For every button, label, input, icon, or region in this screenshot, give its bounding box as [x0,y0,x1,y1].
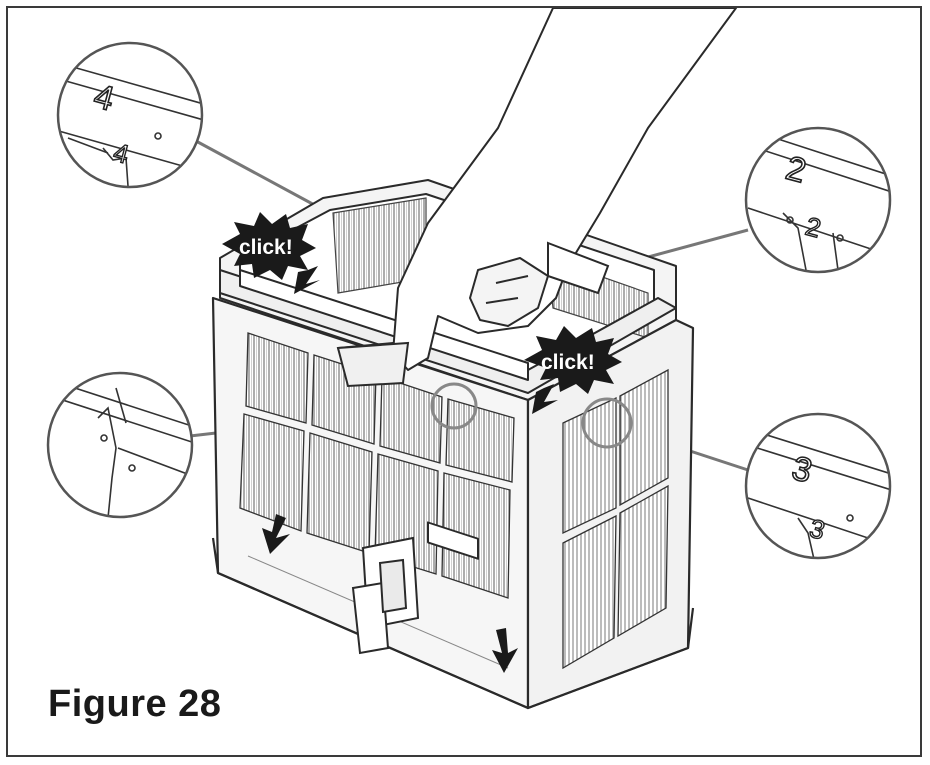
figure-caption: Figure 28 [48,683,222,725]
detail-circle-slot-2: 2 2 [744,126,892,274]
highlight-slot-3 [581,397,633,449]
click-burst-right: click! [524,326,622,394]
handle [336,241,610,388]
highlight-slot-1 [430,382,478,430]
filter-assembly-illustration: click! click! 4 4 2 2 [46,8,892,710]
arrow-click-right [532,384,558,414]
front-filter-panels [239,332,515,599]
click-label-top-left: click! [239,236,293,259]
slot-1-clip [427,521,479,560]
detail-circle-slot-3: 3 3 [744,412,892,560]
click-arrows [294,266,558,414]
arrow-down-left [262,514,290,554]
arrow-down-right [492,628,518,673]
hand [392,8,737,371]
push-down-arrows [262,514,518,673]
leader-line-4 [195,139,321,210]
figure-frame: click! click! 4 4 2 2 [6,6,922,757]
click-burst-top-left: click! [222,212,316,280]
side-filter-panels [562,368,669,670]
detail-circle-slot-1 [46,371,194,519]
bottom-latch [351,536,420,655]
click-label-right: click! [541,351,595,374]
arrow-click-top-left [294,266,320,294]
detail-circle-slot-4: 4 4 [56,41,204,189]
